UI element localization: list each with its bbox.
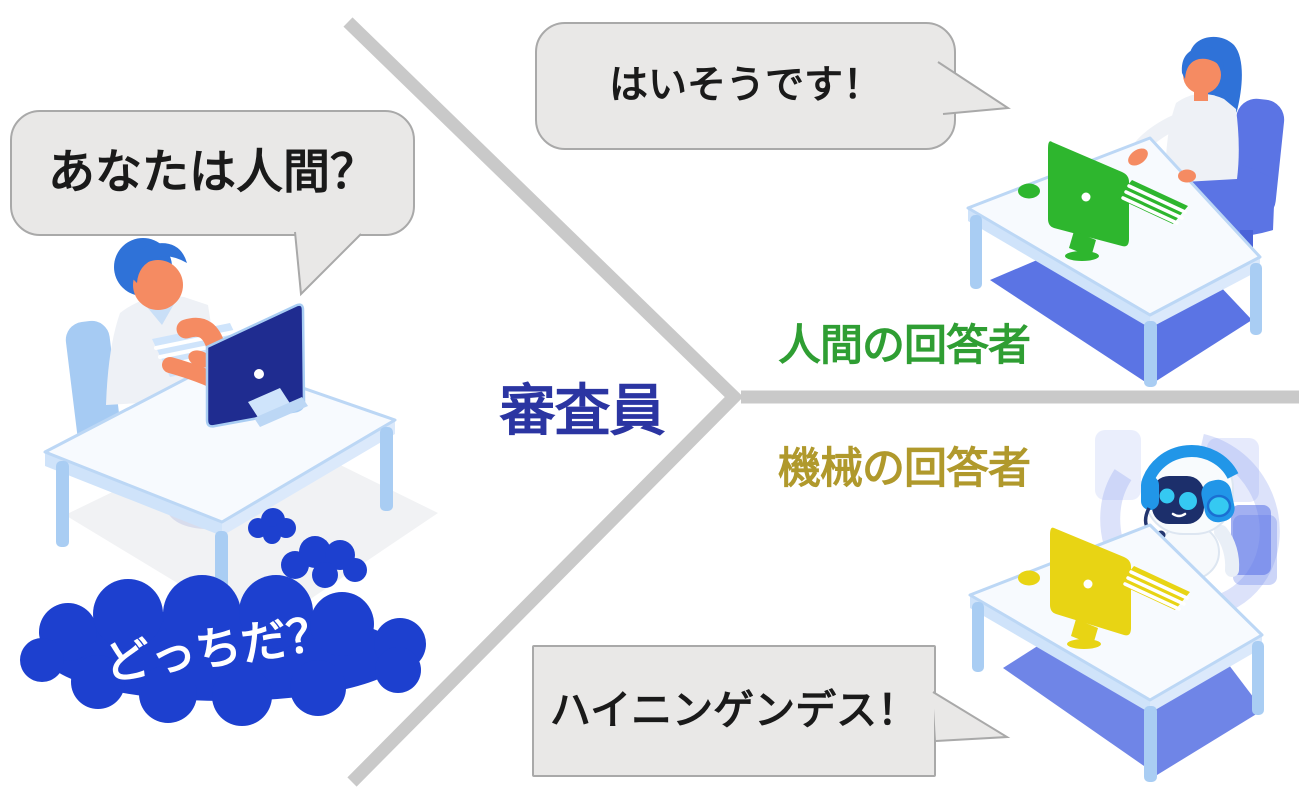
- thought-cloud-shape: [20, 508, 426, 726]
- monitor-stand: [1065, 231, 1099, 261]
- judge-question-bubble: あなたは人間？: [10, 110, 415, 236]
- machine-answer-bubble: ハイニンゲンデス！: [532, 645, 936, 777]
- robot-chair: [1231, 505, 1271, 575]
- desk-side: [970, 595, 1150, 713]
- thought-cloud: [20, 508, 426, 726]
- desk-side: [1150, 635, 1262, 713]
- judge-bubble-tail: [294, 231, 362, 297]
- judge-label: 審査員: [499, 379, 666, 444]
- human-responder-label: 人間の回答者: [778, 321, 1031, 371]
- robot-earcup-pad: [1206, 494, 1232, 518]
- robot-arm: [1214, 525, 1240, 577]
- desk-side: [1150, 257, 1260, 328]
- robot-eye: [1179, 492, 1197, 510]
- judge-question-text: あなたは人間？: [48, 145, 377, 201]
- monitor-logo-dot: [1083, 579, 1093, 589]
- monitor-logo-dot: [1081, 192, 1091, 202]
- human-hands: [1128, 148, 1196, 183]
- monitor-stand: [1067, 619, 1101, 649]
- monitor-logo-dot: [254, 369, 264, 379]
- machine-responder-label: 機械の回答者: [778, 444, 1031, 494]
- human-mouse: [1018, 183, 1040, 199]
- human-bubble-tail: [937, 61, 1011, 115]
- human-answer-text: はいそうです！: [608, 62, 882, 108]
- desk-side: [968, 208, 1150, 328]
- robot: [1124, 445, 1240, 581]
- machine-bubble-tail: [932, 691, 1011, 742]
- robot-earcup-left: [1141, 476, 1159, 510]
- desk-side: [222, 420, 395, 536]
- diagonal-divider-lines: [343, 17, 744, 787]
- monitor-stand: [248, 388, 308, 427]
- judge-desk: [43, 358, 397, 524]
- human-answer-bubble: はいそうです！: [535, 22, 956, 150]
- robot-responder-illustration: [968, 430, 1280, 782]
- human-person: [1129, 36, 1242, 183]
- robot-mouth: [1171, 512, 1187, 518]
- machine-keyboard: [1119, 566, 1190, 611]
- robot-headphone-band: [1141, 445, 1239, 486]
- desk-legs: [972, 602, 1264, 782]
- desk-side: [45, 452, 222, 536]
- machine-mouse: [1018, 570, 1040, 586]
- human-keyboard: [1117, 180, 1188, 225]
- robot-eye: [1159, 488, 1175, 504]
- robot-face: [1152, 476, 1204, 524]
- human-responder-illustration: [966, 36, 1285, 387]
- machine-answer-text: ハイニンゲンデス！: [549, 686, 919, 735]
- desk-legs: [970, 215, 1262, 387]
